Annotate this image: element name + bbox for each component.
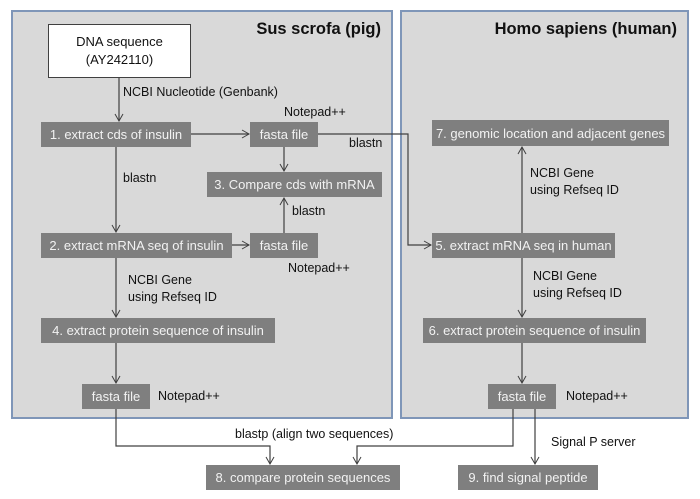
label-ncbi-gene-human-down-1: NCBI Gene bbox=[533, 269, 597, 283]
step4-box: 4. extract protein sequence of insulin bbox=[41, 318, 275, 343]
label-notepad-3: Notepad++ bbox=[158, 389, 220, 403]
step6-box: 6. extract protein sequence of insulin bbox=[423, 318, 646, 343]
label-ncbi-nucleotide: NCBI Nucleotide (Genbank) bbox=[123, 85, 278, 99]
label-signalp: Signal P server bbox=[551, 435, 636, 449]
dna-sequence-box: DNA sequence (AY242110) bbox=[48, 24, 191, 78]
step5-box: 5. extract mRNA seq in human bbox=[432, 233, 615, 258]
panel-human: Homo sapiens (human) bbox=[400, 10, 689, 419]
panel-title-pig: Sus scrofa (pig) bbox=[256, 20, 381, 38]
label-ncbi-gene-pig-1: NCBI Gene bbox=[128, 273, 192, 287]
fasta-pig-mrna-box: fasta file bbox=[250, 233, 318, 258]
label-ncbi-gene-human-up-2: using Refseq ID bbox=[530, 183, 619, 197]
label-ncbi-gene-pig-2: using Refseq ID bbox=[128, 290, 217, 304]
fasta-human-protein-box: fasta file bbox=[488, 384, 556, 409]
label-blastp: blastp (align two sequences) bbox=[235, 427, 394, 441]
label-blastn-left: blastn bbox=[123, 171, 157, 185]
label-notepad-4: Notepad++ bbox=[566, 389, 628, 403]
step9-box: 9. find signal peptide bbox=[458, 465, 598, 490]
step7-box: 7. genomic location and adjacent genes bbox=[432, 120, 669, 146]
panel-title-human: Homo sapiens (human) bbox=[494, 20, 677, 38]
label-blastn-up: blastn bbox=[292, 204, 326, 218]
step8-box: 8. compare protein sequences bbox=[206, 465, 400, 490]
fasta-pig-cds-box: fasta file bbox=[250, 122, 318, 147]
step3-box: 3. Compare cds with mRNA bbox=[207, 172, 382, 197]
label-notepad-1: Notepad++ bbox=[284, 105, 346, 119]
label-notepad-2: Notepad++ bbox=[288, 261, 350, 275]
step2-box: 2. extract mRNA seq of insulin bbox=[41, 233, 232, 258]
label-ncbi-gene-human-down-2: using Refseq ID bbox=[533, 286, 622, 300]
dna-line1: DNA sequence bbox=[76, 34, 163, 49]
step1-box: 1. extract cds of insulin bbox=[41, 122, 191, 147]
label-ncbi-gene-human-up-1: NCBI Gene bbox=[530, 166, 594, 180]
fasta-pig-protein-box: fasta file bbox=[82, 384, 150, 409]
dna-line2: (AY242110) bbox=[85, 52, 154, 67]
label-blastn-cross: blastn bbox=[349, 136, 383, 150]
